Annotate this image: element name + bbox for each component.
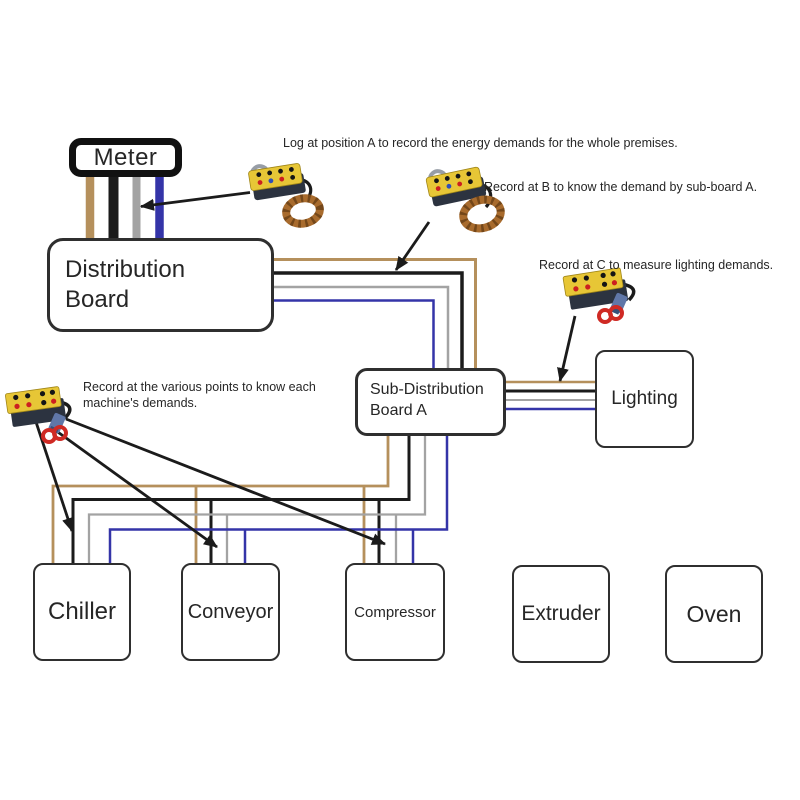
node-meter: Meter <box>69 138 182 177</box>
wire-blue <box>270 299 435 372</box>
subboard-to-machines-wires <box>51 430 449 566</box>
note-machine-points: Record at the various points to know eac… <box>83 380 316 410</box>
extruder-label: Extruder <box>521 602 601 625</box>
node-extruder: Extruder <box>512 565 610 663</box>
wire-black <box>270 271 464 372</box>
arrow-to-conveyor-feed <box>54 428 218 549</box>
compressor-label: Compressor <box>354 603 436 621</box>
socket-dots <box>13 389 57 409</box>
meter-label: Meter <box>93 143 158 171</box>
arrow-to-point-b <box>394 221 431 271</box>
ct-coil-icon <box>459 195 505 233</box>
oven-label: Oven <box>686 600 742 627</box>
socket-dots <box>434 171 473 191</box>
pointer-arrows <box>34 191 577 549</box>
dist-to-subboard-wires <box>270 258 477 372</box>
subboard-to-lighting-wires <box>502 380 598 411</box>
meter-feed-wires <box>85 170 164 246</box>
chiller-label: Chiller <box>47 598 116 625</box>
data-logger-b-icon <box>425 166 505 233</box>
distribution-board-label: Distribution Board <box>65 256 186 313</box>
wire-black <box>71 430 411 566</box>
node-distribution-board: Distribution Board <box>47 238 274 332</box>
node-conveyor: Conveyor <box>181 563 280 661</box>
arrow-to-point-c <box>557 315 577 382</box>
node-lighting: Lighting <box>595 350 694 448</box>
red-clamp-icon <box>41 425 68 444</box>
lighting-label: Lighting <box>611 388 678 409</box>
sub-distribution-board-label: Sub-Distribution Board A <box>370 381 484 419</box>
socket-dots <box>256 167 296 185</box>
red-clamp-icon <box>597 305 624 324</box>
socket-dots <box>571 271 618 292</box>
node-compressor: Compressor <box>345 563 445 661</box>
node-sub-distribution-board: Sub-Distribution Board A <box>355 368 506 436</box>
data-logger-a-icon <box>248 163 324 228</box>
node-oven: Oven <box>665 565 763 663</box>
arrow-to-meter-tail <box>140 191 251 211</box>
wire-gray <box>270 285 450 372</box>
data-logger-d-icon <box>5 386 72 444</box>
node-chiller: Chiller <box>33 563 131 661</box>
wire-gray <box>87 430 427 566</box>
arrow-to-compressor-feed <box>65 417 386 546</box>
arrow-to-chiller-feed <box>34 421 74 532</box>
note-position-c: Record at C to measure lighting demands. <box>539 258 774 272</box>
wire-tan <box>270 258 477 372</box>
ct-coil-icon <box>282 194 324 228</box>
wire-blue <box>108 430 449 566</box>
data-logger-c-icon <box>562 267 636 324</box>
note-position-b: Record at B to know the demand by sub-bo… <box>484 180 758 194</box>
conveyor-label: Conveyor <box>187 600 274 623</box>
note-position-a: Log at position A to record the energy d… <box>283 136 678 150</box>
